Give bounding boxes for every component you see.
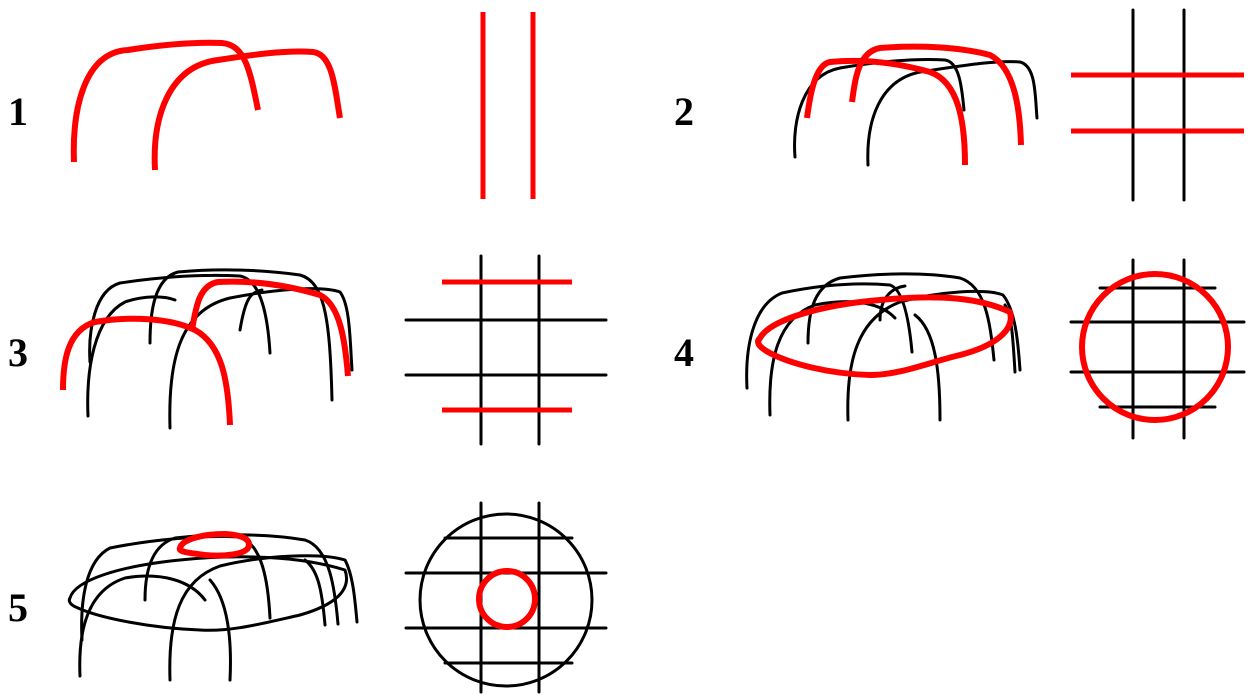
step-4-perspective-view (745, 272, 1022, 422)
step-4-plan-new-ring (1079, 271, 1231, 423)
step-5-existing-arch-e (208, 578, 232, 682)
step-5-plan-view (404, 501, 608, 694)
step-1-perspective-view (70, 39, 343, 171)
step-3-existing-arch-a (88, 273, 272, 364)
step-3-existing-arch-e (238, 288, 264, 332)
step-4-new-ring (755, 294, 1014, 378)
step-5-perspective-view (67, 531, 359, 682)
step-2-new-arch-a (804, 57, 968, 166)
step-3-label: 3 (8, 330, 28, 375)
step-4-plan-view (1069, 258, 1246, 440)
step-4-existing-arch-c (768, 300, 897, 417)
step-5-plan-new-ring (476, 568, 538, 630)
step-5-new-top-ring (176, 531, 252, 559)
step-4-label: 4 (674, 330, 694, 375)
step-5-existing-arch-f (303, 558, 327, 627)
step-1-label: 1 (8, 89, 28, 134)
step-3-plan-view (404, 254, 608, 446)
step-5-existing-arch-c (78, 574, 207, 678)
step-3-new-arch-back (189, 278, 351, 377)
step-1-new-arch-back (151, 48, 343, 171)
step-5-existing-ring (67, 555, 348, 632)
step-4-existing-arch-f (913, 313, 942, 422)
step-3-perspective-view (60, 268, 354, 430)
step-5-label: 5 (8, 585, 28, 630)
step-3-existing-arch-c (86, 295, 177, 418)
step-2-label: 2 (674, 89, 694, 134)
step-2-existing-arch-b (866, 60, 1039, 167)
step-3-existing-arch-d (168, 287, 354, 430)
step-5-existing-arch-b (143, 533, 340, 626)
step-4-existing-arch-b (806, 272, 996, 362)
step-3-new-arch-front (60, 315, 233, 426)
step-2-perspective-view (793, 43, 1039, 167)
step-2-plan-view (1071, 8, 1244, 202)
step-1-plan-view (480, 12, 536, 199)
step-4-existing-arch-e (878, 284, 907, 322)
step-3-existing-arch-b (148, 268, 334, 402)
step-2-new-arch-b (849, 43, 1024, 146)
step-5-plan-outer-ring (418, 512, 594, 688)
